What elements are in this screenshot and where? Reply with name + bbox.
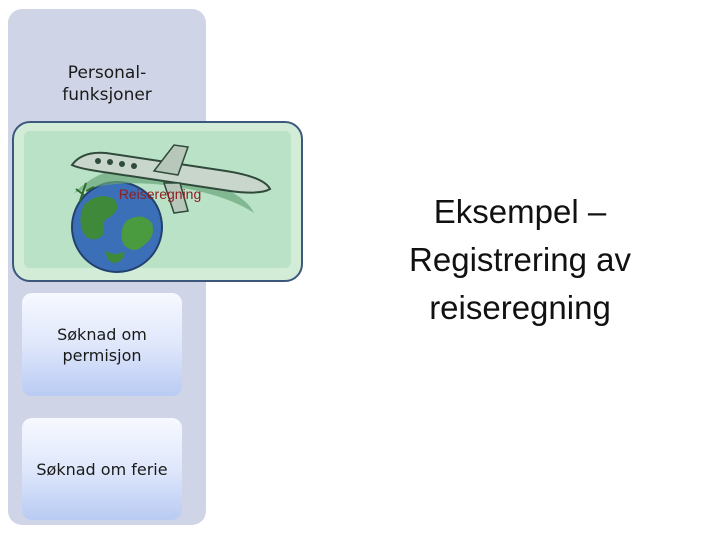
reiseregning-card[interactable]: Reiseregning bbox=[12, 121, 303, 282]
airplane-globe-icon bbox=[70, 144, 272, 273]
permisjon-label-line2: permisjon bbox=[62, 345, 142, 365]
heading-line1: Eksempel – bbox=[433, 193, 607, 230]
heading-line3: reiseregning bbox=[429, 289, 611, 326]
soknad-om-permisjon-card[interactable]: Søknad om permisjon bbox=[22, 293, 182, 396]
ferie-label: Søknad om ferie bbox=[36, 459, 168, 479]
column-title-line2: funksjoner bbox=[62, 85, 152, 105]
heading-line2: Registrering av bbox=[409, 241, 631, 278]
column-title-line1: Personal- bbox=[67, 63, 147, 83]
soknad-om-ferie-card[interactable]: Søknad om ferie bbox=[22, 418, 182, 520]
column-title: Personal- funksjoner bbox=[8, 62, 206, 106]
permisjon-label-line1: Søknad om bbox=[57, 324, 147, 344]
reiseregning-label: Reiseregning bbox=[118, 186, 202, 202]
slide-heading: Eksempel – Registrering av reiseregning bbox=[370, 188, 670, 332]
